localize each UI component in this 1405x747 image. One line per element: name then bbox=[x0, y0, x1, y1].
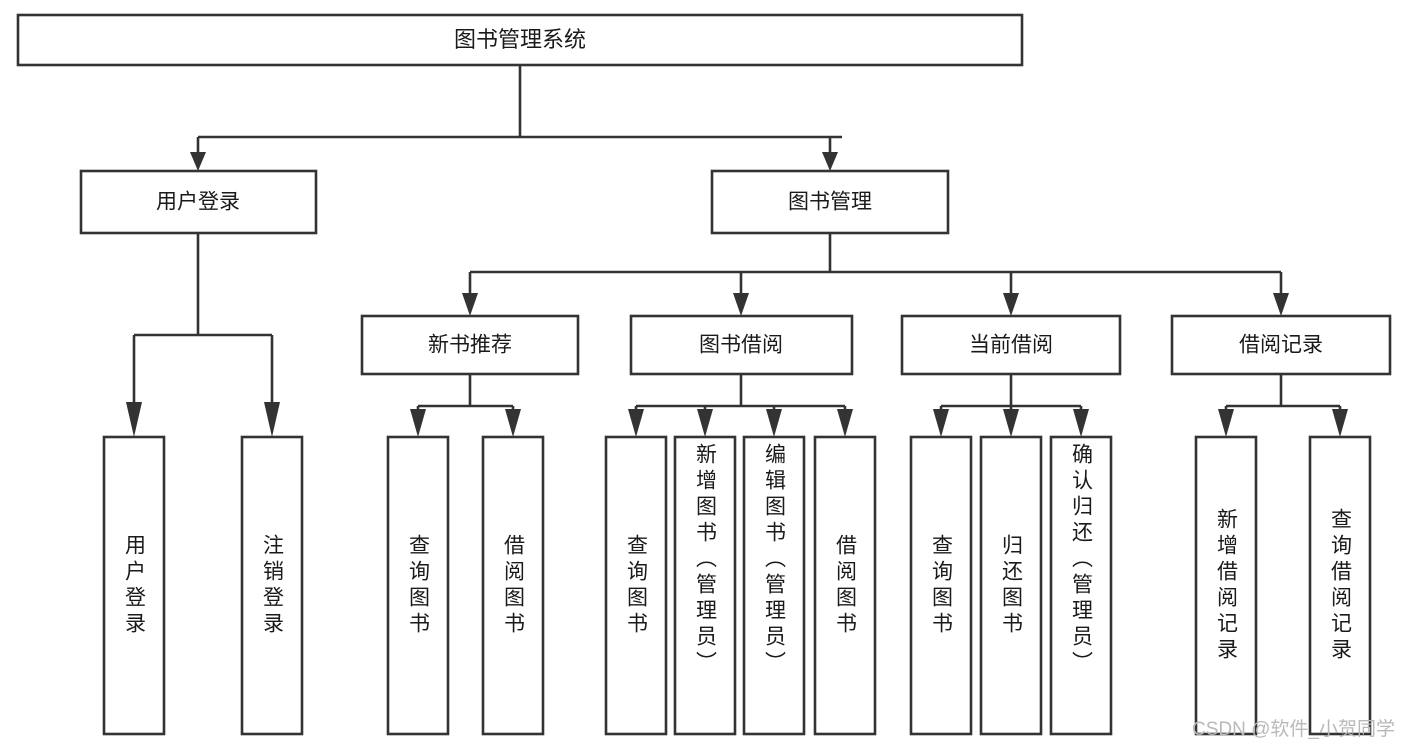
node-group: 图书管理系统 用户登录 图书管理 新书推荐 图书借阅 当前借阅 借阅记录 bbox=[16, 13, 1392, 736]
node-box-leaf-logout-login[interactable] bbox=[240, 435, 304, 736]
arrow-to-current-borrow bbox=[1003, 293, 1019, 316]
arrow-to-new-book-recommend bbox=[462, 293, 478, 316]
arrow-to-leaf-logout-login bbox=[264, 402, 280, 437]
node-box-leaf-add-book[interactable] bbox=[673, 435, 737, 736]
node-label-book-management: 图书管理 bbox=[788, 191, 872, 214]
connector-group bbox=[126, 65, 1348, 437]
node-box-leaf-user-login[interactable] bbox=[102, 435, 166, 736]
node-label-current-borrow: 当前借阅 bbox=[969, 334, 1053, 357]
node-box-new-book-recommend[interactable] bbox=[360, 314, 580, 376]
watermark-text: CSDN @软件_小贺同学 bbox=[1192, 719, 1395, 740]
arrow-to-book-borrow bbox=[733, 293, 749, 316]
node-label-borrow-record: 借阅记录 bbox=[1239, 334, 1323, 357]
node-box-book-borrow[interactable] bbox=[629, 314, 854, 376]
node-box-leaf-borrow-book-2[interactable] bbox=[813, 435, 877, 736]
arrow-to-leaf-user-login bbox=[126, 402, 142, 437]
node-box-leaf-add-record[interactable] bbox=[1194, 435, 1258, 736]
arrow-to-user-login bbox=[190, 152, 206, 171]
arrow-to-leaf-query-book-1 bbox=[410, 409, 426, 437]
node-label-new-book-recommend: 新书推荐 bbox=[428, 334, 512, 357]
node-box-leaf-query-book-3[interactable] bbox=[909, 435, 973, 736]
arrow-to-leaf-query-book-2 bbox=[628, 409, 644, 437]
arrow-to-leaf-return-book bbox=[1003, 409, 1019, 437]
node-label-book-borrow: 图书借阅 bbox=[699, 334, 783, 357]
node-box-leaf-confirm-return[interactable] bbox=[1049, 435, 1113, 736]
node-box-leaf-borrow-book-1[interactable] bbox=[481, 435, 545, 736]
node-box-root[interactable] bbox=[16, 13, 1024, 67]
node-box-leaf-edit-book[interactable] bbox=[742, 435, 806, 736]
node-box-borrow-record[interactable] bbox=[1170, 314, 1392, 376]
node-box-leaf-query-book-2[interactable] bbox=[604, 435, 668, 736]
node-box-user-login[interactable] bbox=[79, 169, 318, 235]
arrow-to-leaf-add-book bbox=[697, 409, 713, 437]
node-box-current-borrow[interactable] bbox=[900, 314, 1122, 376]
arrow-to-leaf-query-record bbox=[1332, 409, 1348, 437]
node-label-user-login: 用户登录 bbox=[156, 191, 240, 214]
arrow-to-leaf-borrow-book-1 bbox=[505, 409, 521, 437]
node-box-book-management[interactable] bbox=[710, 169, 950, 235]
node-box-leaf-query-record[interactable] bbox=[1308, 435, 1372, 736]
arrow-to-leaf-edit-book bbox=[766, 409, 782, 437]
arrow-to-book-management bbox=[822, 152, 838, 171]
node-box-leaf-return-book[interactable] bbox=[979, 435, 1043, 736]
node-label-root: 图书管理系统 bbox=[454, 27, 586, 52]
arrow-to-borrow-record bbox=[1273, 293, 1289, 316]
node-box-leaf-query-book-1[interactable] bbox=[386, 435, 450, 736]
arrow-to-leaf-borrow-book-2 bbox=[837, 409, 853, 437]
arrow-to-leaf-query-book-3 bbox=[933, 409, 949, 437]
arrow-to-leaf-add-record bbox=[1218, 409, 1234, 437]
arrow-to-leaf-confirm-return bbox=[1073, 409, 1089, 437]
